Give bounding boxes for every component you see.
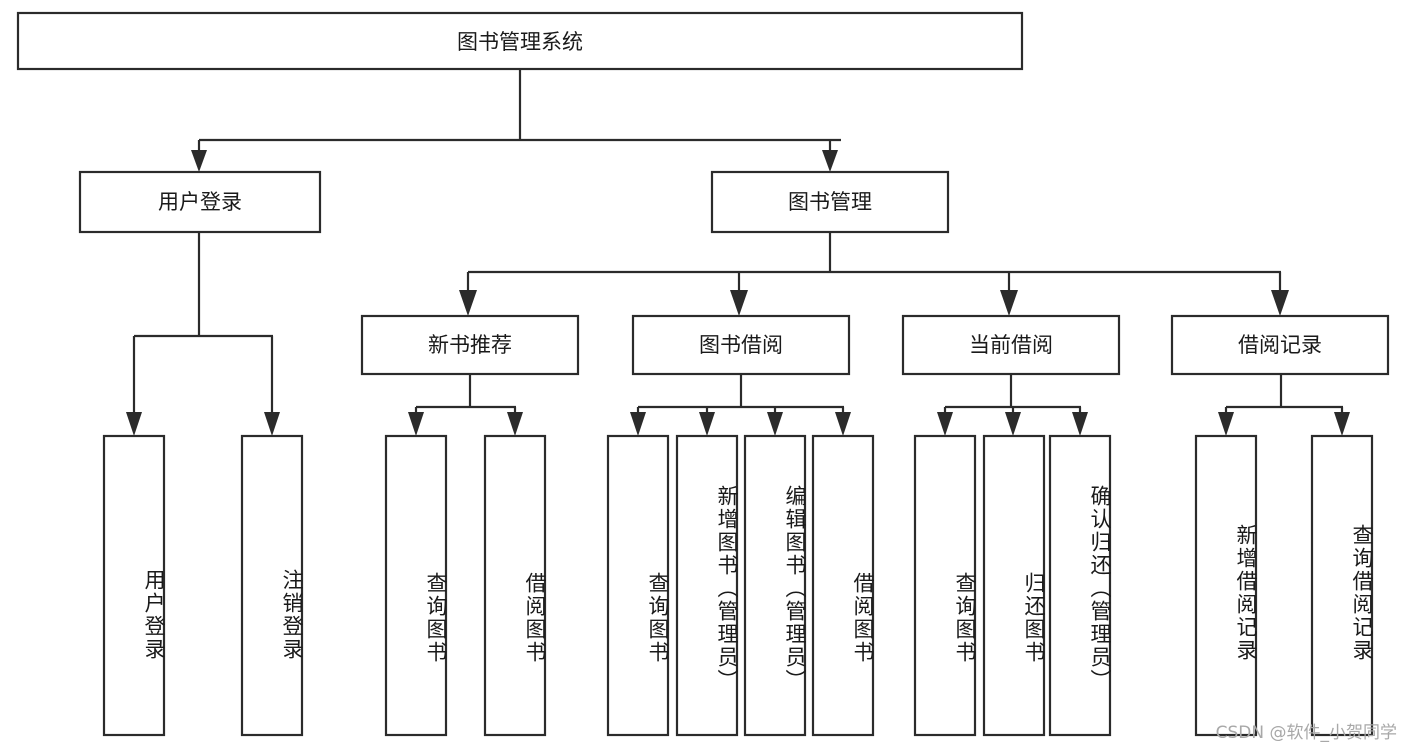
node-box-leaf-edit-book[interactable] bbox=[743, 434, 807, 737]
node-box-book-manage[interactable] bbox=[710, 170, 950, 234]
arrow-bb-leaf-1-icon bbox=[630, 412, 646, 436]
node-box-leaf-query-record[interactable] bbox=[1310, 434, 1374, 737]
node-box-leaf-logout[interactable] bbox=[240, 434, 304, 737]
arrow-bb-leaf-3-icon bbox=[767, 412, 783, 436]
arrow-root-to-book-manage-icon bbox=[822, 150, 838, 172]
arrow-cb-leaf-3-icon bbox=[1072, 412, 1088, 436]
node-box-leaf-borrow-book-1[interactable] bbox=[483, 434, 547, 737]
node-box-leaf-return-book[interactable] bbox=[982, 434, 1046, 737]
node-box-leaf-borrow-book-2[interactable] bbox=[811, 434, 875, 737]
node-label-root: 图书管理系统 bbox=[457, 30, 583, 54]
arrow-bm-to-current-borrow-icon bbox=[1000, 290, 1018, 316]
node-box-book-borrow[interactable] bbox=[631, 314, 851, 376]
node-box-leaf-user-login[interactable] bbox=[102, 434, 166, 737]
node-box-leaf-add-book[interactable] bbox=[675, 434, 739, 737]
node-box-user-login[interactable] bbox=[78, 170, 322, 234]
arrow-cb-leaf-2-icon bbox=[1005, 412, 1021, 436]
node-box-leaf-confirm-return[interactable] bbox=[1048, 434, 1112, 737]
arrow-br-leaf-1-icon bbox=[1218, 412, 1234, 436]
node-box-leaf-query-book-3[interactable] bbox=[913, 434, 977, 737]
node-box-leaf-query-book-1[interactable] bbox=[384, 434, 448, 737]
node-box-root[interactable] bbox=[16, 11, 1024, 71]
watermark-text: CSDN @软件_小贺同学 bbox=[1215, 723, 1397, 743]
arrow-bm-to-book-borrow-icon bbox=[730, 290, 748, 316]
node-label-new-book-rec: 新书推荐 bbox=[428, 333, 512, 357]
node-label-borrow-record: 借阅记录 bbox=[1238, 333, 1322, 357]
node-box-new-book-rec[interactable] bbox=[360, 314, 580, 376]
arrow-nbr-leaf-2-icon bbox=[507, 412, 523, 436]
arrow-bm-to-new-book-rec-icon bbox=[459, 290, 477, 316]
arrow-cb-leaf-1-icon bbox=[937, 412, 953, 436]
node-layer: 图书管理系统 用户登录 图书管理 新书推荐 图书借阅 当前借阅 借阅记录 bbox=[16, 11, 1390, 737]
arrow-bb-leaf-2-icon bbox=[699, 412, 715, 436]
arrow-bb-leaf-4-icon bbox=[835, 412, 851, 436]
arrow-br-leaf-2-icon bbox=[1334, 412, 1350, 436]
node-label-book-manage: 图书管理 bbox=[788, 190, 872, 214]
node-box-current-borrow[interactable] bbox=[901, 314, 1121, 376]
arrow-user-login-leaf-2-icon bbox=[264, 412, 280, 436]
arrow-user-login-leaf-1-icon bbox=[126, 412, 142, 436]
node-label-book-borrow: 图书借阅 bbox=[699, 333, 783, 357]
arrow-root-to-user-login-icon bbox=[191, 150, 207, 172]
node-label-current-borrow: 当前借阅 bbox=[969, 333, 1053, 357]
node-box-leaf-add-record[interactable] bbox=[1194, 434, 1258, 737]
arrow-nbr-leaf-1-icon bbox=[408, 412, 424, 436]
node-box-borrow-record[interactable] bbox=[1170, 314, 1390, 376]
node-label-user-login: 用户登录 bbox=[158, 190, 242, 214]
arrow-bm-to-borrow-record-icon bbox=[1271, 290, 1289, 316]
connector-layer bbox=[126, 69, 1350, 436]
node-box-leaf-query-book-2[interactable] bbox=[606, 434, 670, 737]
